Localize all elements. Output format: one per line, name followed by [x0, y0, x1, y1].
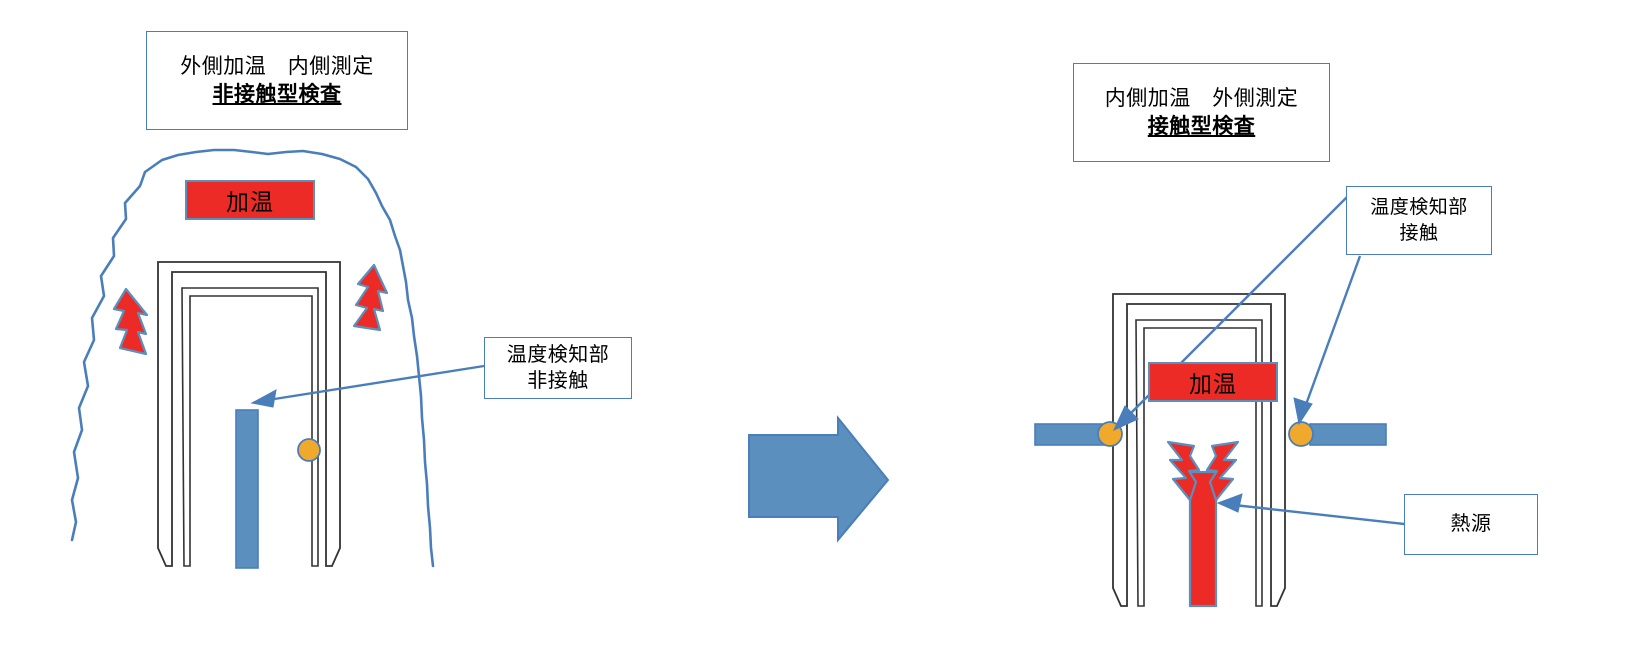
- heat-source-bar: [1188, 470, 1218, 608]
- transition-arrow: [748, 415, 890, 543]
- leader-line-left: [250, 364, 485, 408]
- annotation-sensor-right-line1: 温度検知部: [1370, 197, 1468, 219]
- leader-line-sensor-right: [1293, 255, 1362, 426]
- door-frame-outer-left: [157, 261, 341, 567]
- annotation-left-line1: 温度検知部: [506, 343, 610, 366]
- annotation-box-sensor-right: 温度検知部 接触: [1346, 186, 1492, 255]
- annotation-box-sensor-left: 温度検知部 非接触: [484, 337, 632, 399]
- annotation-box-heat-source: 熱源: [1404, 494, 1538, 555]
- title-box-right: 内側加温 外側測定 接触型検査: [1073, 63, 1330, 162]
- contact-bar-right-right-panel: [1309, 423, 1387, 446]
- door-frame-inner-right: [1135, 319, 1263, 607]
- leader-line-heat-source: [1216, 493, 1405, 526]
- door-frame-inner-left: [181, 287, 319, 567]
- body-outline-left: [70, 148, 435, 568]
- sensor-bar-left: [235, 409, 259, 569]
- lightning-bolt-left-2: [352, 263, 389, 332]
- title-box-left: 外側加温 内側測定 非接触型検査: [146, 31, 408, 130]
- heat-label-right-text: 加温: [1189, 371, 1237, 397]
- title-right-line2: 接触型検査: [1147, 114, 1256, 138]
- title-left-line2: 非接触型検査: [212, 82, 342, 106]
- door-frame-outer-right: [1112, 293, 1286, 607]
- title-right-line1: 内側加温 外側測定: [1104, 86, 1299, 110]
- heat-label-left-text: 加温: [226, 189, 274, 215]
- contact-dot-right-right-panel: [1288, 421, 1314, 447]
- lightning-bolt-left-1: [112, 287, 149, 356]
- title-left-line1: 外側加温 内側測定: [180, 54, 374, 78]
- lightning-bolt-right-2: [1205, 440, 1240, 502]
- sensor-dot-left: [297, 438, 321, 462]
- lightning-bolt-right-1: [1166, 440, 1201, 502]
- heat-label-left: 加温: [185, 180, 315, 220]
- annotation-sensor-right-line2: 接触: [1399, 222, 1439, 244]
- annotation-heat-line1: 熱源: [1450, 513, 1492, 536]
- heat-label-right: 加温: [1148, 362, 1278, 402]
- annotation-left-line2: 非接触: [527, 370, 589, 392]
